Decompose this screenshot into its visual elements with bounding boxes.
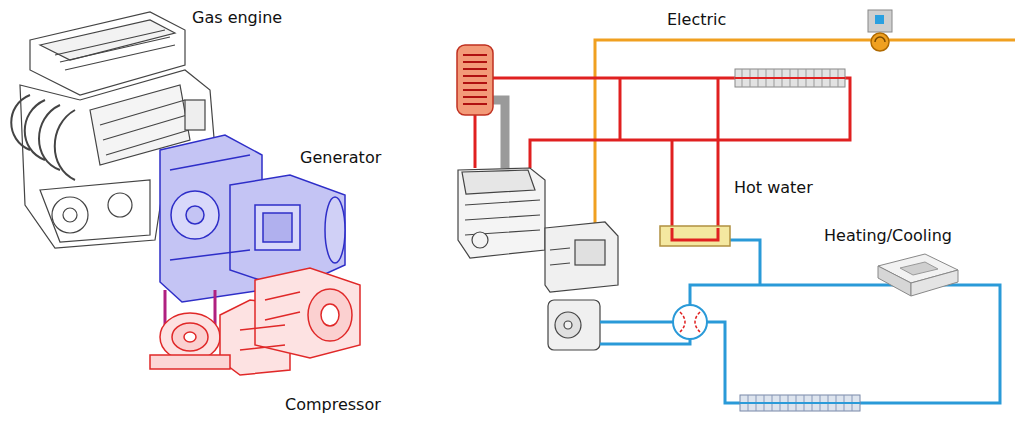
engine-unit xyxy=(458,168,545,258)
exhaust-pipe xyxy=(493,100,505,168)
compressor-unit xyxy=(548,300,600,350)
four-way-valve-part xyxy=(680,312,700,332)
electric-meter xyxy=(868,10,892,51)
engine-unit-part xyxy=(472,232,488,248)
compressor-drawing-part xyxy=(172,323,208,351)
generator-drawing-part xyxy=(325,197,345,263)
refrigerant-pipe-part xyxy=(600,339,690,344)
generator-drawing-part xyxy=(171,191,219,239)
engine-unit-part xyxy=(458,168,545,258)
gas-engine-drawing-part xyxy=(52,197,88,233)
refrigerant-pipe xyxy=(600,240,1000,403)
compressor-drawing-part xyxy=(160,313,220,361)
gas-engine-drawing-part xyxy=(108,193,132,217)
gas-engine-drawing-part xyxy=(55,30,175,70)
gas-engine-drawing-part xyxy=(30,12,185,95)
hot-water-coil-part xyxy=(735,69,845,87)
heat-exchanger-tank-part xyxy=(463,55,487,104)
hot-water-pipe-part xyxy=(474,115,477,168)
gas-engine-drawing-part xyxy=(185,100,205,130)
refrigerant-pipe-part xyxy=(600,321,673,324)
generator-unit-part xyxy=(575,240,605,265)
gas-engine-drawing-part xyxy=(55,110,75,180)
engine-unit-part xyxy=(465,200,540,235)
hot-water-coil-part xyxy=(735,77,845,79)
hot-water-pipe-part xyxy=(671,140,674,228)
compressor-unit-part xyxy=(548,300,600,350)
outdoor-coil-part xyxy=(740,395,860,411)
generator-unit-part xyxy=(550,248,570,265)
compressor-drawing-part xyxy=(321,304,339,326)
electric-line-part xyxy=(595,40,1015,232)
generator-drawing-part xyxy=(255,205,300,250)
refrigerant-pipe-part xyxy=(730,240,760,285)
compressor-drawing-part xyxy=(184,332,196,342)
compressor-drawing-part xyxy=(308,289,352,341)
refrigerant-pipe-part xyxy=(707,322,740,403)
part-label: Gas engine xyxy=(190,8,284,28)
outdoor-coil-part xyxy=(740,402,860,404)
indoor-cassette-unit xyxy=(878,254,958,296)
flow-label: Electric xyxy=(665,10,728,30)
compressor-unit-part xyxy=(564,321,572,329)
hot-water-coil xyxy=(735,69,845,87)
electric-meter-part xyxy=(868,10,892,32)
hot-water-pipe-part xyxy=(717,78,720,228)
generator-unit-part xyxy=(545,222,618,292)
indoor-cassette-unit-part xyxy=(900,262,938,275)
plate-heat-exchanger-part xyxy=(672,228,718,240)
plate-heat-exchanger-part xyxy=(660,226,730,246)
four-way-valve-part xyxy=(673,305,707,339)
generator-drawing-part xyxy=(263,213,292,242)
heat-exchanger-tank-part xyxy=(457,45,493,115)
electric-line xyxy=(595,40,1015,232)
flow-label: Heating/Cooling xyxy=(822,226,954,246)
engine-unit-part xyxy=(462,170,535,194)
part-label: Generator xyxy=(298,148,383,168)
electric-meter-part xyxy=(875,15,884,24)
hot-water-pipe-part xyxy=(619,78,622,140)
gas-engine-drawing-part xyxy=(40,180,150,242)
generator-drawing-part xyxy=(170,155,250,260)
heat-exchanger-tank xyxy=(457,45,493,115)
compressor-drawing-part xyxy=(150,355,230,369)
outdoor-coil xyxy=(740,395,860,411)
compressor-drawing xyxy=(150,268,360,375)
plate-heat-exchanger xyxy=(660,226,730,246)
compressor-drawing-part xyxy=(255,268,360,358)
generator-unit xyxy=(545,222,618,292)
flow-label: Hot water xyxy=(732,178,815,198)
four-way-valve xyxy=(673,305,707,339)
generator-drawing-part xyxy=(186,206,204,224)
electric-meter-part xyxy=(875,37,885,42)
compressor-unit-part xyxy=(555,312,581,338)
refrigerant-pipe-part xyxy=(690,285,1000,403)
gas-engine-drawing-part xyxy=(63,208,77,222)
exhaust-pipe-part xyxy=(493,100,505,168)
part-label: Compressor xyxy=(283,395,383,415)
compressor-drawing-part xyxy=(240,292,300,350)
electric-meter-part xyxy=(871,33,889,51)
